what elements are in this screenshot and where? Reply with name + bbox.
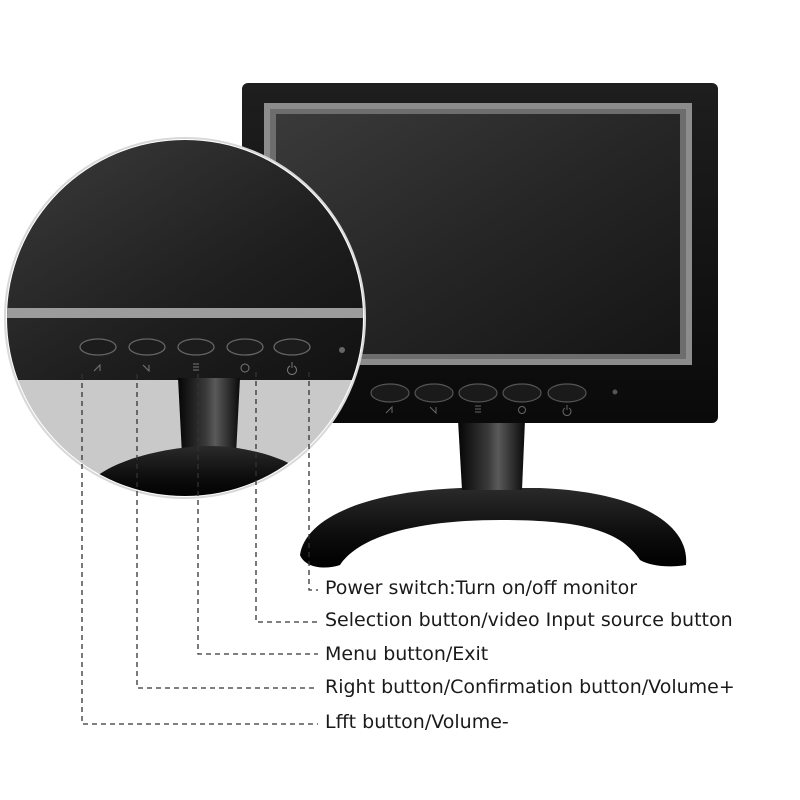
power-led [612, 389, 618, 395]
zoom-left-button[interactable] [79, 338, 117, 356]
leader-menu [197, 374, 318, 655]
front-menu-button[interactable] [458, 383, 498, 403]
leader-lines [81, 372, 318, 725]
zoom-stand-neck [178, 378, 240, 455]
zoom-power-button[interactable] [273, 338, 311, 356]
leader-left [81, 374, 318, 725]
zoom-frame-edge [7, 308, 363, 318]
callout-right-button: Right button/Confirmation button/Volume+ [325, 676, 735, 698]
left-arrow-icon [385, 405, 393, 414]
front-right-button[interactable] [414, 383, 454, 403]
source-cycle-icon [518, 406, 526, 414]
zoom-buttons [79, 338, 345, 376]
zoom-source-cycle-icon [240, 363, 250, 373]
right-arrow-icon [429, 406, 437, 415]
zoom-menu-icon [193, 363, 199, 371]
callout-selection-button: Selection button/video Input source butt… [325, 609, 733, 631]
zoom-power-led [339, 347, 345, 353]
zoom-source-button[interactable] [226, 338, 264, 356]
zoom-left-arrow-icon [93, 363, 101, 372]
power-icon [562, 405, 572, 416]
callout-power-switch: Power switch:Turn on/off monitor [325, 577, 638, 599]
zoom-right-arrow-icon [142, 364, 150, 373]
callout-menu-button: Menu button/Exit [325, 643, 489, 665]
menu-icon [475, 405, 481, 413]
callout-left-button: Lfft button/Volume- [325, 711, 509, 733]
front-source-button[interactable] [502, 383, 542, 403]
front-power-button[interactable] [547, 383, 587, 403]
stand-base [300, 488, 687, 568]
stand-neck [458, 420, 525, 490]
front-left-button[interactable] [370, 383, 410, 403]
zoom-right-button[interactable] [128, 338, 166, 356]
leader-power [308, 372, 318, 591]
zoom-power-icon [287, 362, 297, 376]
leader-selection [255, 372, 318, 623]
leader-right [136, 374, 318, 689]
zoom-menu-button[interactable] [177, 338, 215, 356]
front-buttons [370, 383, 618, 416]
